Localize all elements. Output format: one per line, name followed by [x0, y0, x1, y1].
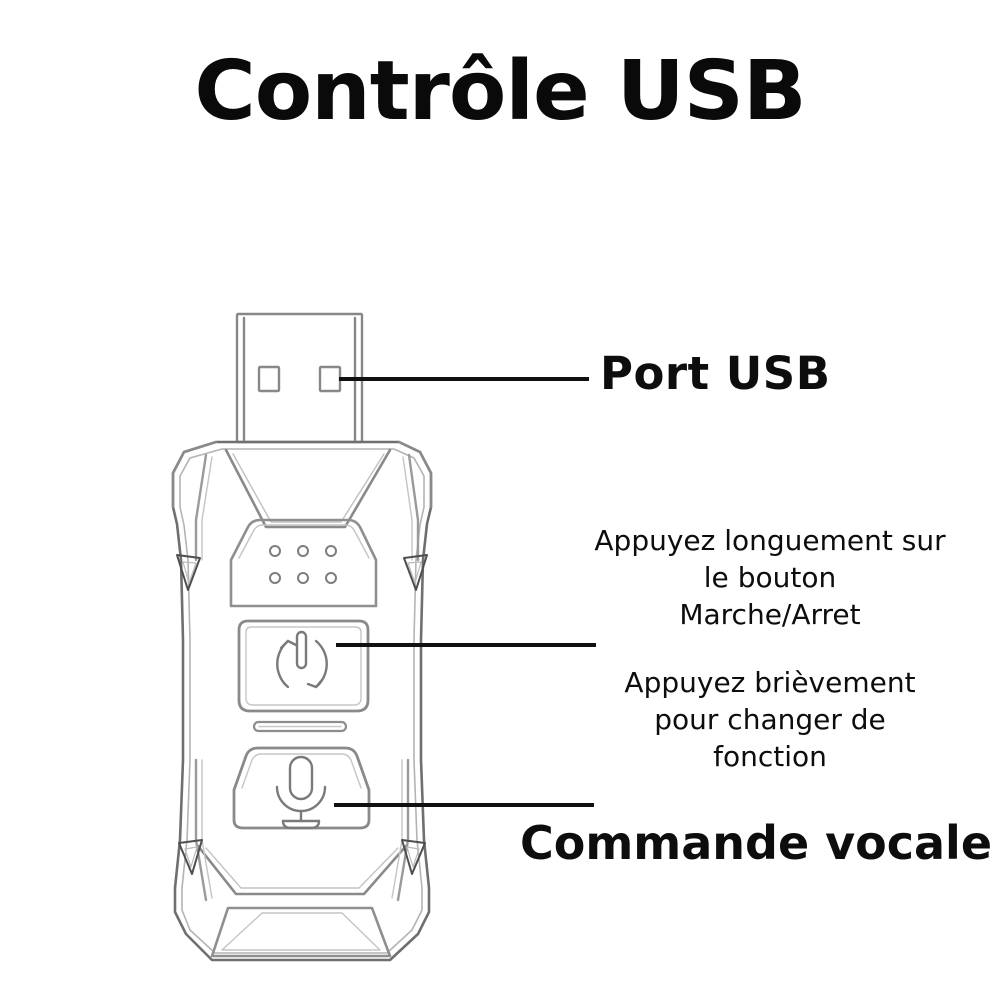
device-body-outline	[171, 440, 433, 962]
mic-button-panel	[232, 746, 371, 830]
indicator-dots	[269, 545, 337, 584]
leader-line-voice-command	[334, 803, 594, 807]
led-strip	[252, 720, 348, 733]
callout-short-press-line-2: pour changer de	[654, 703, 886, 736]
callout-voice-command: Commande vocale	[520, 816, 993, 870]
microphone-icon	[275, 755, 327, 830]
callout-long-press: Appuyez longuement sur le bouton Marche/…	[560, 522, 980, 633]
grille-panel	[229, 518, 378, 608]
power-button-panel	[237, 619, 370, 713]
top-facets	[171, 440, 433, 591]
callout-short-press-line-3: fonction	[713, 740, 827, 773]
callout-long-press-line-1: Appuyez longuement sur	[594, 524, 946, 557]
callout-short-press: Appuyez brièvement pour changer de fonct…	[570, 664, 970, 775]
callout-short-press-line-1: Appuyez brièvement	[624, 666, 916, 699]
leader-line-port-usb	[339, 377, 589, 381]
callout-port-usb: Port USB	[600, 347, 831, 400]
power-refresh-icon	[276, 630, 328, 689]
bottom-facets	[178, 758, 426, 958]
callout-long-press-line-2: le bouton	[703, 561, 837, 594]
page-title: Contrôle USB	[194, 44, 806, 139]
callout-long-press-line-3: Marche/Arret	[679, 598, 861, 631]
leader-line-power-button	[336, 643, 596, 647]
